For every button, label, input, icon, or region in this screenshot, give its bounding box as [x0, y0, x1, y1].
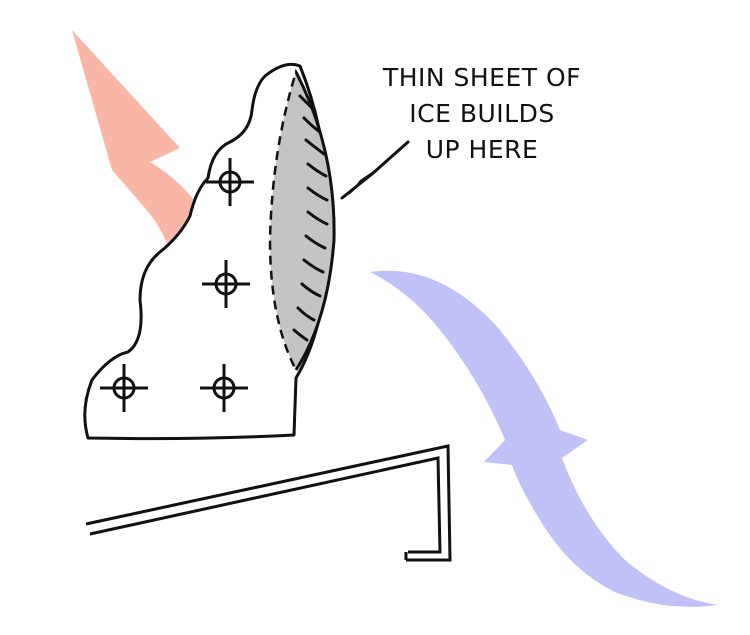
annotation-line-1: THIN SHEET OF [382, 63, 581, 92]
annotation-line-3: UP HERE [426, 135, 539, 164]
annotation-line-2: ICE BUILDS [409, 99, 554, 128]
metal-angle-inner [89, 456, 442, 554]
cold-air-arrow [370, 270, 718, 607]
crosshair-icon [202, 260, 250, 308]
metal-angle-outer [85, 444, 452, 562]
annotation-pointer [340, 140, 410, 200]
crosshair-icon [200, 364, 248, 412]
ice-hatching [292, 94, 329, 342]
mount-holes [100, 158, 254, 412]
crosshair-icon [206, 158, 254, 206]
ice-sheet-outer-edge [294, 71, 336, 371]
crosshair-icon [100, 364, 148, 412]
annotation-pointer-tip [348, 168, 378, 196]
